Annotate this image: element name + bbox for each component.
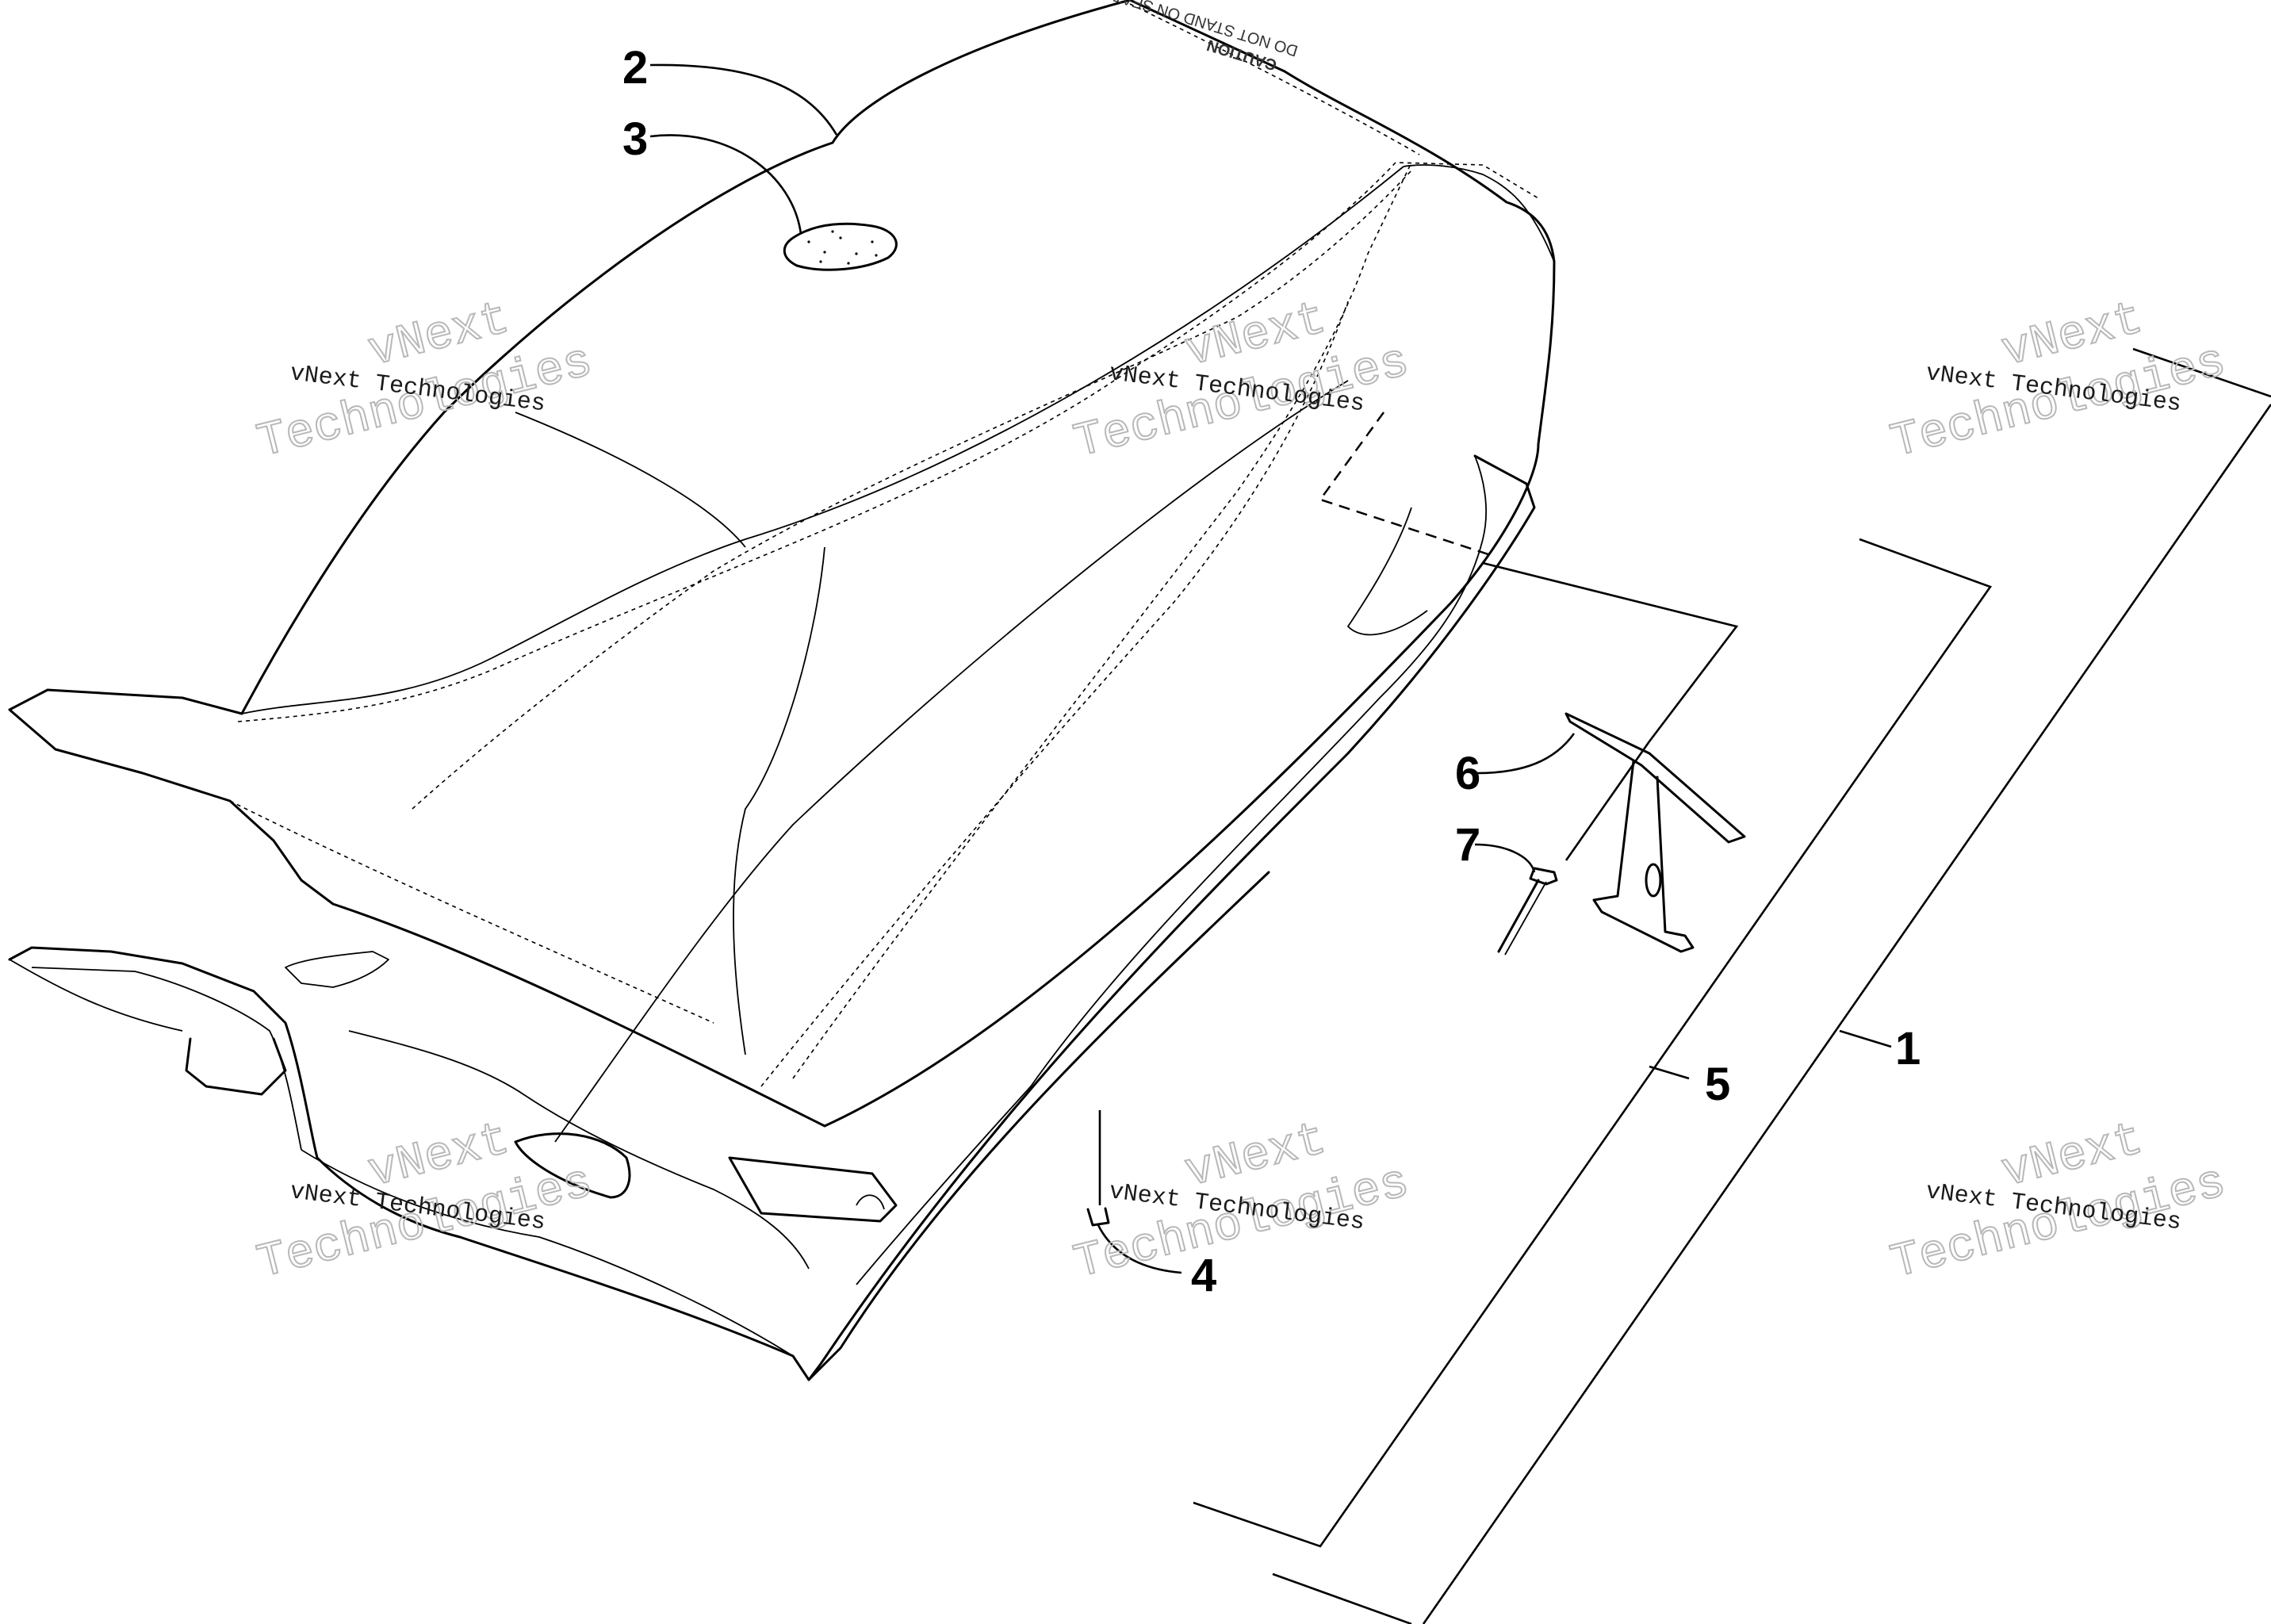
caution-decal: CAUTION DO NOT STAND ON SEAT bbox=[1112, 0, 1300, 74]
seat-panel-seam-left bbox=[241, 166, 1404, 714]
hidden-outline bbox=[1318, 412, 1492, 557]
callout-4: 4 bbox=[1191, 1250, 1216, 1301]
callout-7: 7 bbox=[1455, 819, 1480, 871]
rivet-part-7 bbox=[1497, 867, 1558, 956]
seat-base-pan bbox=[8, 871, 1270, 1381]
leader-1 bbox=[1839, 1029, 1892, 1048]
seat-base-right-edge bbox=[807, 454, 1536, 1381]
seat-assembly: CAUTION DO NOT STAND ON SEAT bbox=[8, 0, 1556, 1381]
seat-base-slot bbox=[514, 1132, 631, 1199]
seat-cushion bbox=[8, 0, 1556, 1128]
leader-4 bbox=[1097, 1224, 1182, 1274]
watermark-top-right: vNext Technologies vNext Technologies bbox=[1885, 292, 2232, 472]
leader-5 bbox=[1649, 1065, 1690, 1080]
seat-base-handle bbox=[185, 1037, 287, 1096]
leader-7 bbox=[1474, 843, 1536, 873]
callout-5: 5 bbox=[1705, 1059, 1730, 1110]
watermark-bottom-right: vNext Technologies vNext Technologies bbox=[1885, 1113, 2232, 1293]
group-bracket-5 bbox=[1193, 538, 1993, 1548]
callout-2: 2 bbox=[622, 42, 648, 94]
group-bracket-1 bbox=[1272, 347, 2271, 1624]
seat-base-pocket bbox=[728, 1156, 898, 1223]
callout-1: 1 bbox=[1895, 1023, 1921, 1074]
watermark-bottom-center: vNext Technologies vNext Technologies bbox=[1068, 1113, 1415, 1293]
foam-texture bbox=[807, 230, 878, 265]
seat-stitching bbox=[237, 162, 1539, 722]
seat-foam-patch bbox=[783, 222, 898, 271]
bracket-part-6 bbox=[1564, 712, 1746, 953]
callout-6: 6 bbox=[1455, 748, 1480, 799]
clip-part-4 bbox=[1086, 1207, 1110, 1227]
leader-6 bbox=[1476, 733, 1576, 775]
group-bracket-6-7 bbox=[1482, 561, 1739, 861]
watermark-top-center: vNext Technologies vNext Technologies bbox=[1068, 292, 1415, 472]
callout-3: 3 bbox=[622, 113, 648, 165]
leader-2 bbox=[649, 63, 838, 136]
leader-3 bbox=[649, 134, 802, 235]
